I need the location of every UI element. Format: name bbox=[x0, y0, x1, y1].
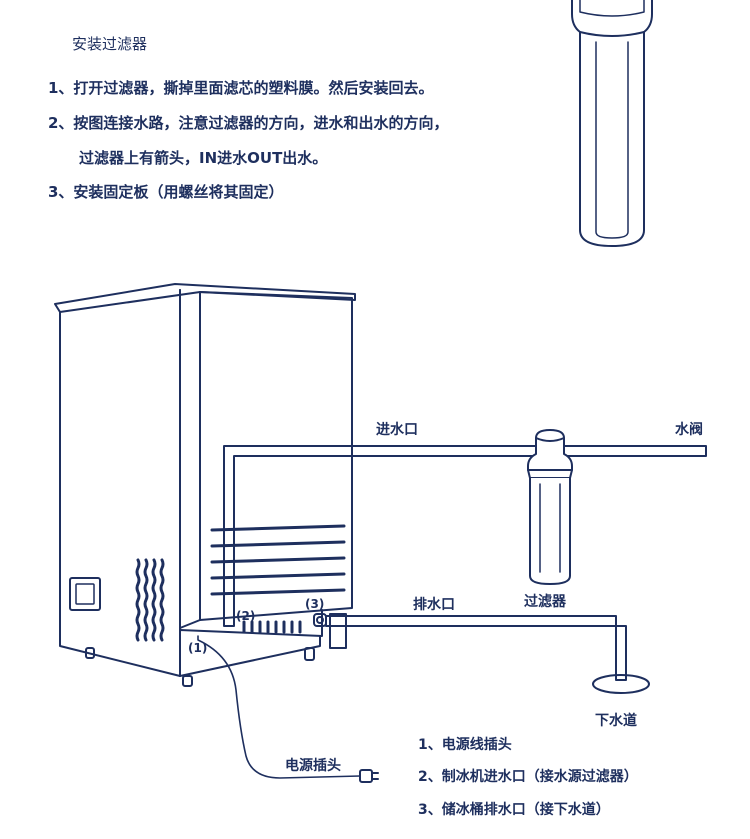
inline-filter bbox=[527, 429, 573, 585]
port-marker-2: (2) bbox=[236, 609, 256, 623]
instruction-step-3: 3、安装固定板（用螺丝将其固定） bbox=[48, 183, 284, 201]
instruction-step-2-cont: 过滤器上有箭头，IN进水OUT出水。 bbox=[79, 149, 328, 167]
instructions-title: 安装过滤器 bbox=[72, 35, 148, 53]
ice-machine bbox=[54, 283, 356, 687]
power-cord bbox=[197, 635, 379, 783]
instruction-step-1: 1、打开过滤器，撕掉里面滤芯的塑料膜。然后安装回去。 bbox=[48, 79, 434, 97]
water-valve-label: 水阀 bbox=[675, 422, 703, 438]
drain-pipe bbox=[325, 615, 650, 694]
sewer-label: 下水道 bbox=[595, 713, 637, 729]
legend-item-inlet: 2、制冰机进水口（接水源过滤器） bbox=[418, 769, 638, 785]
filter-cartridge-large bbox=[571, 0, 653, 247]
legend-item-drain: 3、储冰桶排水口（接下水道） bbox=[418, 802, 610, 818]
power-plug-label: 电源插头 bbox=[285, 758, 341, 774]
inlet-pipe bbox=[223, 445, 707, 627]
instruction-step-2: 2、按图连接水路，注意过滤器的方向，进水和出水的方向， bbox=[48, 114, 449, 132]
port-marker-3: (3) bbox=[305, 597, 325, 611]
water-inlet-label: 进水口 bbox=[376, 422, 418, 438]
port-marker-1: (1) bbox=[188, 641, 208, 655]
legend-item-power-plug: 1、电源线插头 bbox=[418, 737, 512, 753]
filter-label: 过滤器 bbox=[524, 594, 566, 610]
drain-outlet-label: 排水口 bbox=[413, 597, 455, 613]
